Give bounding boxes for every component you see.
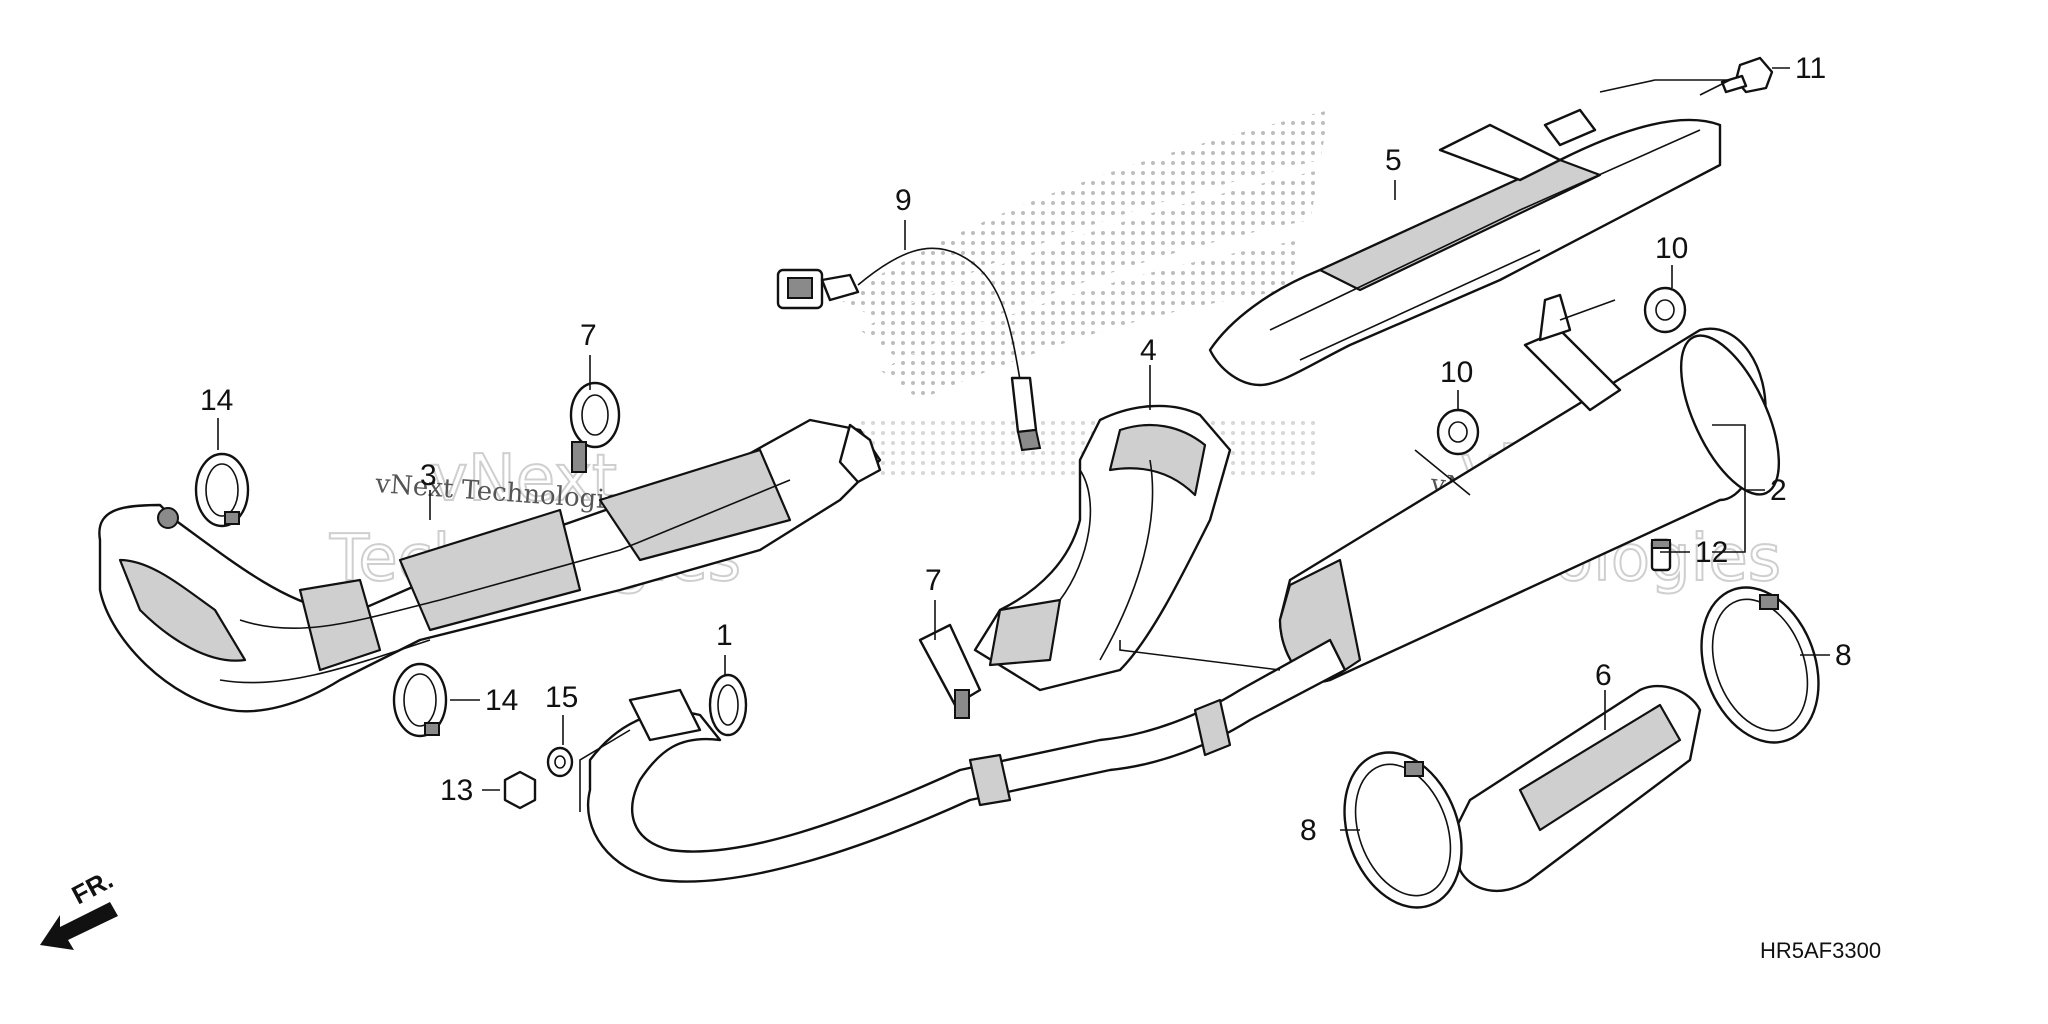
callout-8-lower: 8 [1300,814,1317,847]
front-pipe-assembly [98,418,882,713]
washer [546,746,574,778]
callout-1: 1 [716,619,733,652]
band-clamp-upper [194,452,250,528]
muffler-protector [1208,108,1722,387]
callout-11: 11 [1795,52,1826,85]
callout-12: 12 [1695,536,1728,569]
callouts: 1 2 3 4 5 6 7 7 8 8 9 10 10 11 12 13 14 … [200,52,1852,847]
callout-7-lower: 7 [925,564,942,597]
callout-3: 3 [420,459,437,492]
joint-clamp-upper [569,381,621,473]
exhaust-pipe [587,638,1347,883]
joint-clamp-lower [918,623,982,719]
pipe-protector [1453,684,1702,893]
large-band-clamp-right [1700,586,1820,744]
callout-8-upper: 8 [1835,639,1852,672]
joint-pipe-protector [973,404,1232,692]
drain-stud [1650,538,1672,572]
muffler [1278,293,1781,683]
oxygen-sensor [776,247,1042,452]
leader-lines [217,67,1830,831]
callout-10-lower: 10 [1440,356,1473,389]
callout-7-upper: 7 [580,319,597,352]
callout-15: 15 [545,681,578,714]
band-clamp-lower [392,662,448,738]
grommet-upper [1643,286,1687,334]
callout-2: 2 [1770,474,1787,507]
callout-5: 5 [1385,144,1402,177]
callout-4: 4 [1140,334,1157,367]
front-direction-arrow: FR. [40,864,118,950]
drawing-code: HR5AF3300 [1760,938,1881,963]
mounting-bolt [1720,56,1774,94]
grommet-lower [1436,408,1480,456]
gasket [708,673,748,737]
callout-10-upper: 10 [1655,232,1688,265]
callout-14-lower: 14 [485,684,518,717]
callout-14-upper: 14 [200,384,233,417]
dotted-wing-backdrop [840,110,1330,480]
callout-13: 13 [440,774,473,807]
callout-6: 6 [1595,659,1612,692]
large-band-clamp-left [1343,751,1463,909]
flange-nut [503,770,537,810]
callout-9: 9 [895,184,912,217]
